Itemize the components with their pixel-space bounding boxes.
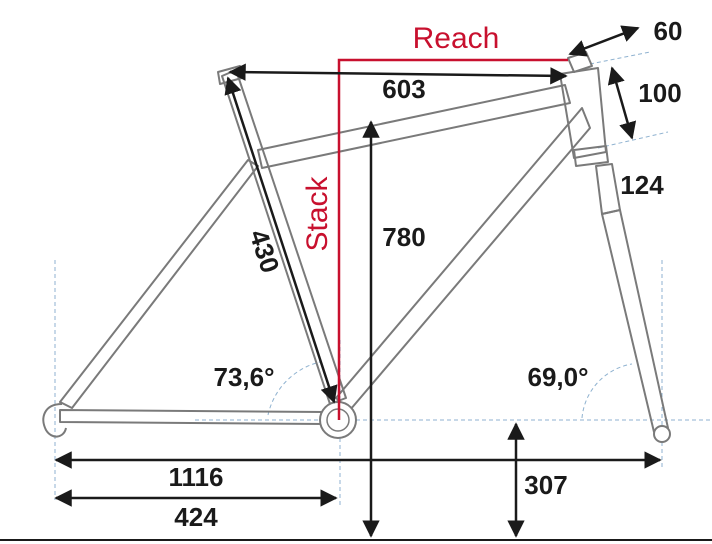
seat-tube-arrow [224,76,338,404]
front-dropout [653,425,671,443]
seat-angle-value: 73,6° [213,362,274,392]
head-tube-value: 124 [620,170,664,200]
top-tube-value: 603 [382,74,425,104]
head-angle-value: 69,0° [527,362,588,392]
dimension-arrows [54,25,662,538]
top-tube-arrow [228,63,568,85]
stem-length-value: 60 [654,16,683,46]
stack-label: Stack [301,175,334,251]
rear-dropout [42,403,67,438]
guide-lines [54,51,712,505]
reach-stack-line [337,58,568,420]
chainstay-value: 424 [174,502,218,532]
reach-label: Reach [413,22,500,55]
stem-arrow [568,25,640,57]
spacer-arrow [607,66,637,140]
bb-height-value: 307 [524,470,567,500]
wheelbase-value: 1116 [169,462,224,492]
spacer-value: 100 [638,78,681,108]
stack-value: 780 [382,222,425,252]
